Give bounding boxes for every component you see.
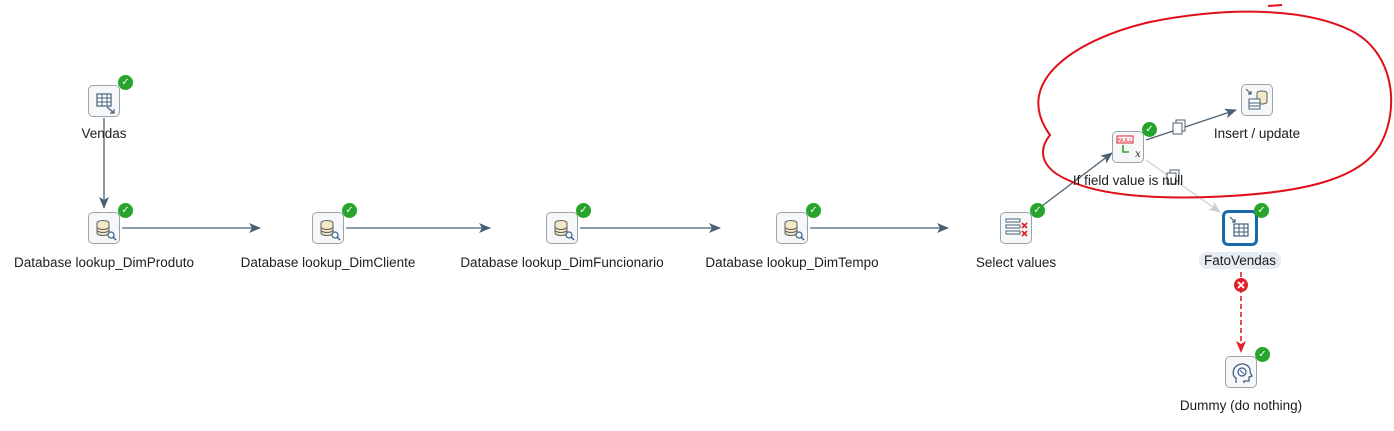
status-ok-icon: ✓: [1030, 203, 1045, 218]
copy-rows-icon: [1172, 119, 1186, 135]
database-lookup-icon: [96, 220, 117, 241]
svg-text:x: x: [1135, 149, 1141, 160]
step-vendas[interactable]: [88, 85, 120, 117]
step-lookup-produto[interactable]: [88, 212, 120, 244]
status-ok-icon: ✓: [1255, 347, 1270, 362]
null-if-icon: NULL x: [1116, 135, 1141, 160]
step-if-null[interactable]: NULL x: [1112, 131, 1144, 163]
database-lookup-icon: [784, 220, 805, 241]
step-label-lookup-cliente: Database lookup_DimCliente: [240, 255, 416, 270]
table-input-icon: [96, 93, 115, 114]
status-ok-icon: ✓: [118, 75, 133, 90]
step-label-lookup-produto: Database lookup_DimProduto: [13, 255, 195, 270]
step-select-values[interactable]: [1000, 212, 1032, 244]
step-label-lookup-funcionario: Database lookup_DimFuncionario: [460, 255, 664, 270]
step-lookup-tempo[interactable]: [776, 212, 808, 244]
copy-rows-icon: [1166, 169, 1180, 185]
dummy-icon: [1232, 363, 1253, 383]
hop-ifnull-insert[interactable]: [1145, 108, 1237, 141]
step-label-lookup-tempo: Database lookup_DimTempo: [705, 255, 879, 270]
status-ok-icon: ✓: [342, 203, 357, 218]
status-ok-icon: ✓: [118, 203, 133, 218]
insert-update-icon: [1245, 88, 1268, 110]
svg-text:NULL: NULL: [1118, 138, 1133, 144]
step-label-select-values: Select values: [975, 255, 1057, 270]
step-insert-update[interactable]: [1241, 84, 1273, 116]
step-label-dummy: Dummy (do nothing): [1179, 398, 1303, 413]
hop-ifnull-fato[interactable]: [1145, 159, 1221, 213]
step-label-if-null: If field value is null: [1072, 173, 1184, 188]
step-label-fato-vendas: FatoVendas: [1198, 252, 1282, 269]
step-label-vendas: Vendas: [81, 126, 127, 141]
step-dummy[interactable]: [1225, 356, 1257, 388]
status-ok-icon: ✓: [806, 203, 821, 218]
status-ok-icon: ✓: [576, 203, 591, 218]
database-lookup-icon: [320, 220, 341, 241]
step-lookup-cliente[interactable]: [312, 212, 344, 244]
database-lookup-icon: [554, 220, 575, 241]
step-label-insert-update: Insert / update: [1213, 126, 1301, 141]
select-values-icon: [1005, 218, 1028, 237]
status-ok-icon: ✓: [1254, 203, 1269, 218]
status-ok-icon: ✓: [1142, 122, 1157, 137]
table-output-icon: [1229, 216, 1249, 237]
step-lookup-funcionario[interactable]: [546, 212, 578, 244]
annotation-circle: [1037, 4, 1393, 199]
step-fato-vendas[interactable]: [1222, 210, 1258, 246]
